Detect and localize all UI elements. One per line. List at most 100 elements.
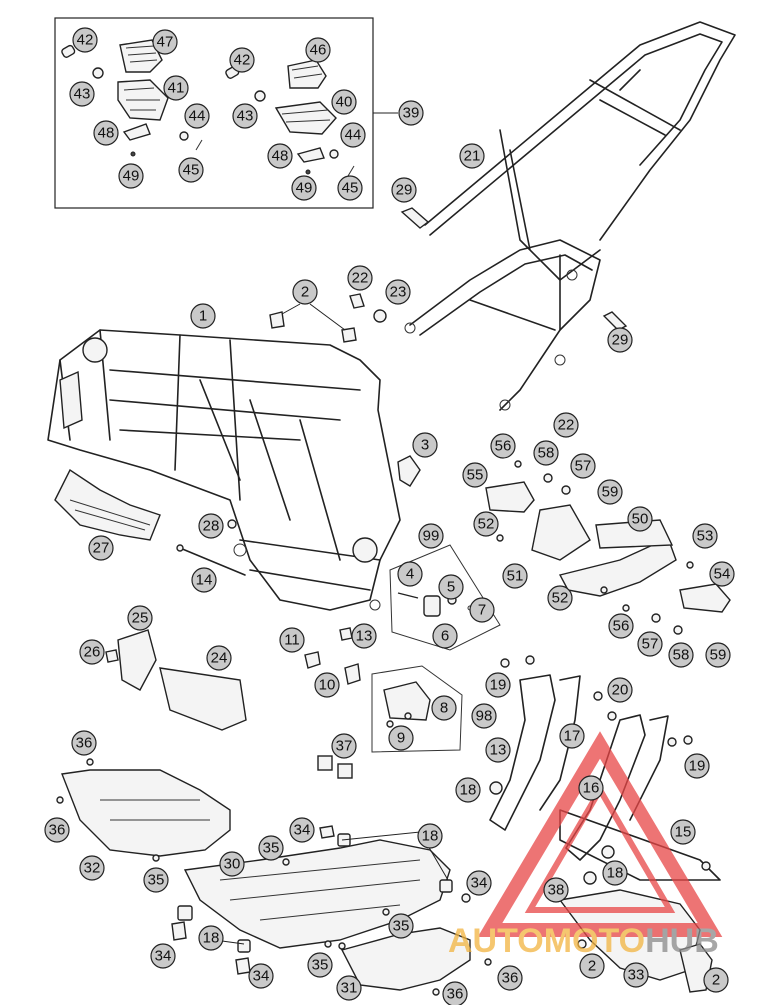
callout-8: 8 xyxy=(431,695,457,721)
callout-49b: 49 xyxy=(291,175,317,201)
swingarm-shaft-14 xyxy=(179,547,246,576)
callout-58b: 58 xyxy=(668,642,694,668)
svg-text:49: 49 xyxy=(296,180,313,197)
svg-text:41: 41 xyxy=(168,80,185,97)
svg-text:10: 10 xyxy=(319,677,336,694)
callout-59b: 59 xyxy=(705,642,731,668)
svg-text:40: 40 xyxy=(336,94,353,111)
callout-43a: 43 xyxy=(69,81,95,107)
svg-text:36: 36 xyxy=(76,735,93,752)
callout-9: 9 xyxy=(388,725,414,751)
callout-56b: 56 xyxy=(608,613,634,639)
svg-text:32: 32 xyxy=(84,860,101,877)
subframe xyxy=(404,21,736,411)
callout-36b: 36 xyxy=(44,817,70,843)
svg-text:19: 19 xyxy=(490,677,507,694)
bolt-34c xyxy=(235,957,251,975)
cover-24 xyxy=(159,667,247,731)
callout-34b: 34 xyxy=(466,870,492,896)
svg-text:5: 5 xyxy=(447,579,455,596)
callout-46: 46 xyxy=(305,37,331,63)
callout-1: 1 xyxy=(190,303,216,329)
callout-22b: 22 xyxy=(553,412,579,438)
svg-text:27: 27 xyxy=(93,540,110,557)
svg-text:57: 57 xyxy=(642,636,659,653)
callout-42a: 42 xyxy=(72,27,98,53)
callout-38: 38 xyxy=(543,877,569,903)
callout-31: 31 xyxy=(336,975,362,1001)
bolt-22-upper xyxy=(349,293,365,309)
svg-text:42: 42 xyxy=(77,32,94,49)
watermark-suffix: HUB xyxy=(645,922,719,960)
callout-52b: 52 xyxy=(547,585,573,611)
svg-text:18: 18 xyxy=(607,865,624,882)
callout-36c: 36 xyxy=(497,965,523,991)
screw-26 xyxy=(105,649,119,663)
clip-2-right xyxy=(341,327,357,343)
main-frame xyxy=(47,329,401,611)
svg-text:99: 99 xyxy=(423,528,440,545)
callout-56a: 56 xyxy=(490,433,516,459)
svg-text:29: 29 xyxy=(612,332,629,349)
svg-text:43: 43 xyxy=(74,86,91,103)
callout-14: 14 xyxy=(191,567,217,593)
nut-13-upper xyxy=(339,627,353,641)
svg-text:46: 46 xyxy=(310,42,327,59)
svg-text:51: 51 xyxy=(507,568,524,585)
svg-text:45: 45 xyxy=(342,180,359,197)
svg-text:59: 59 xyxy=(602,484,619,501)
svg-text:34: 34 xyxy=(155,948,172,965)
svg-text:58: 58 xyxy=(538,445,555,462)
skid-plate-30 xyxy=(183,839,451,949)
svg-text:45: 45 xyxy=(183,162,200,179)
svg-text:23: 23 xyxy=(390,284,407,301)
svg-text:2: 2 xyxy=(588,958,596,975)
callout-98: 98 xyxy=(471,703,497,729)
bracket-27 xyxy=(54,468,161,541)
svg-text:29: 29 xyxy=(396,182,413,199)
svg-text:52: 52 xyxy=(552,590,569,607)
callout-41: 41 xyxy=(163,75,189,101)
callout-47: 47 xyxy=(152,29,178,55)
svg-text:18: 18 xyxy=(203,930,220,947)
svg-text:34: 34 xyxy=(294,822,311,839)
callout-20: 20 xyxy=(607,677,633,703)
callout-42b: 42 xyxy=(229,47,255,73)
svg-text:19: 19 xyxy=(689,758,706,775)
callout-23: 23 xyxy=(385,279,411,305)
callout-58a: 58 xyxy=(533,440,559,466)
svg-text:11: 11 xyxy=(284,632,300,649)
cover-32 xyxy=(61,769,231,857)
callout-45b: 45 xyxy=(337,175,363,201)
callout-29a: 29 xyxy=(391,177,417,203)
bolt-34b xyxy=(171,921,187,941)
svg-text:39: 39 xyxy=(403,105,420,122)
callout-18a: 18 xyxy=(455,777,481,803)
svg-text:9: 9 xyxy=(397,730,405,747)
callout-10: 10 xyxy=(314,672,340,698)
bolt-29-lower xyxy=(602,311,628,331)
footrest-left-parts xyxy=(61,39,203,157)
callout-15: 15 xyxy=(670,819,696,845)
clip-3 xyxy=(397,455,421,487)
callout-21: 21 xyxy=(459,143,485,169)
callout-6: 6 xyxy=(432,623,458,649)
svg-text:18: 18 xyxy=(422,828,439,845)
callout-29b: 29 xyxy=(607,327,633,353)
callout-33: 33 xyxy=(623,962,649,988)
svg-text:36: 36 xyxy=(502,970,519,987)
callout-40: 40 xyxy=(331,89,357,115)
bush-18b xyxy=(439,879,453,893)
svg-text:34: 34 xyxy=(253,968,270,985)
svg-text:15: 15 xyxy=(675,824,692,841)
callout-37: 37 xyxy=(331,733,357,759)
callout-54: 54 xyxy=(709,561,735,587)
callout-2b: 2 xyxy=(579,953,605,979)
bush-18c xyxy=(177,905,193,921)
svg-text:35: 35 xyxy=(148,872,165,889)
callout-57b: 57 xyxy=(637,631,663,657)
svg-text:56: 56 xyxy=(495,438,512,455)
svg-text:16: 16 xyxy=(583,780,600,797)
callout-44a: 44 xyxy=(184,103,210,129)
